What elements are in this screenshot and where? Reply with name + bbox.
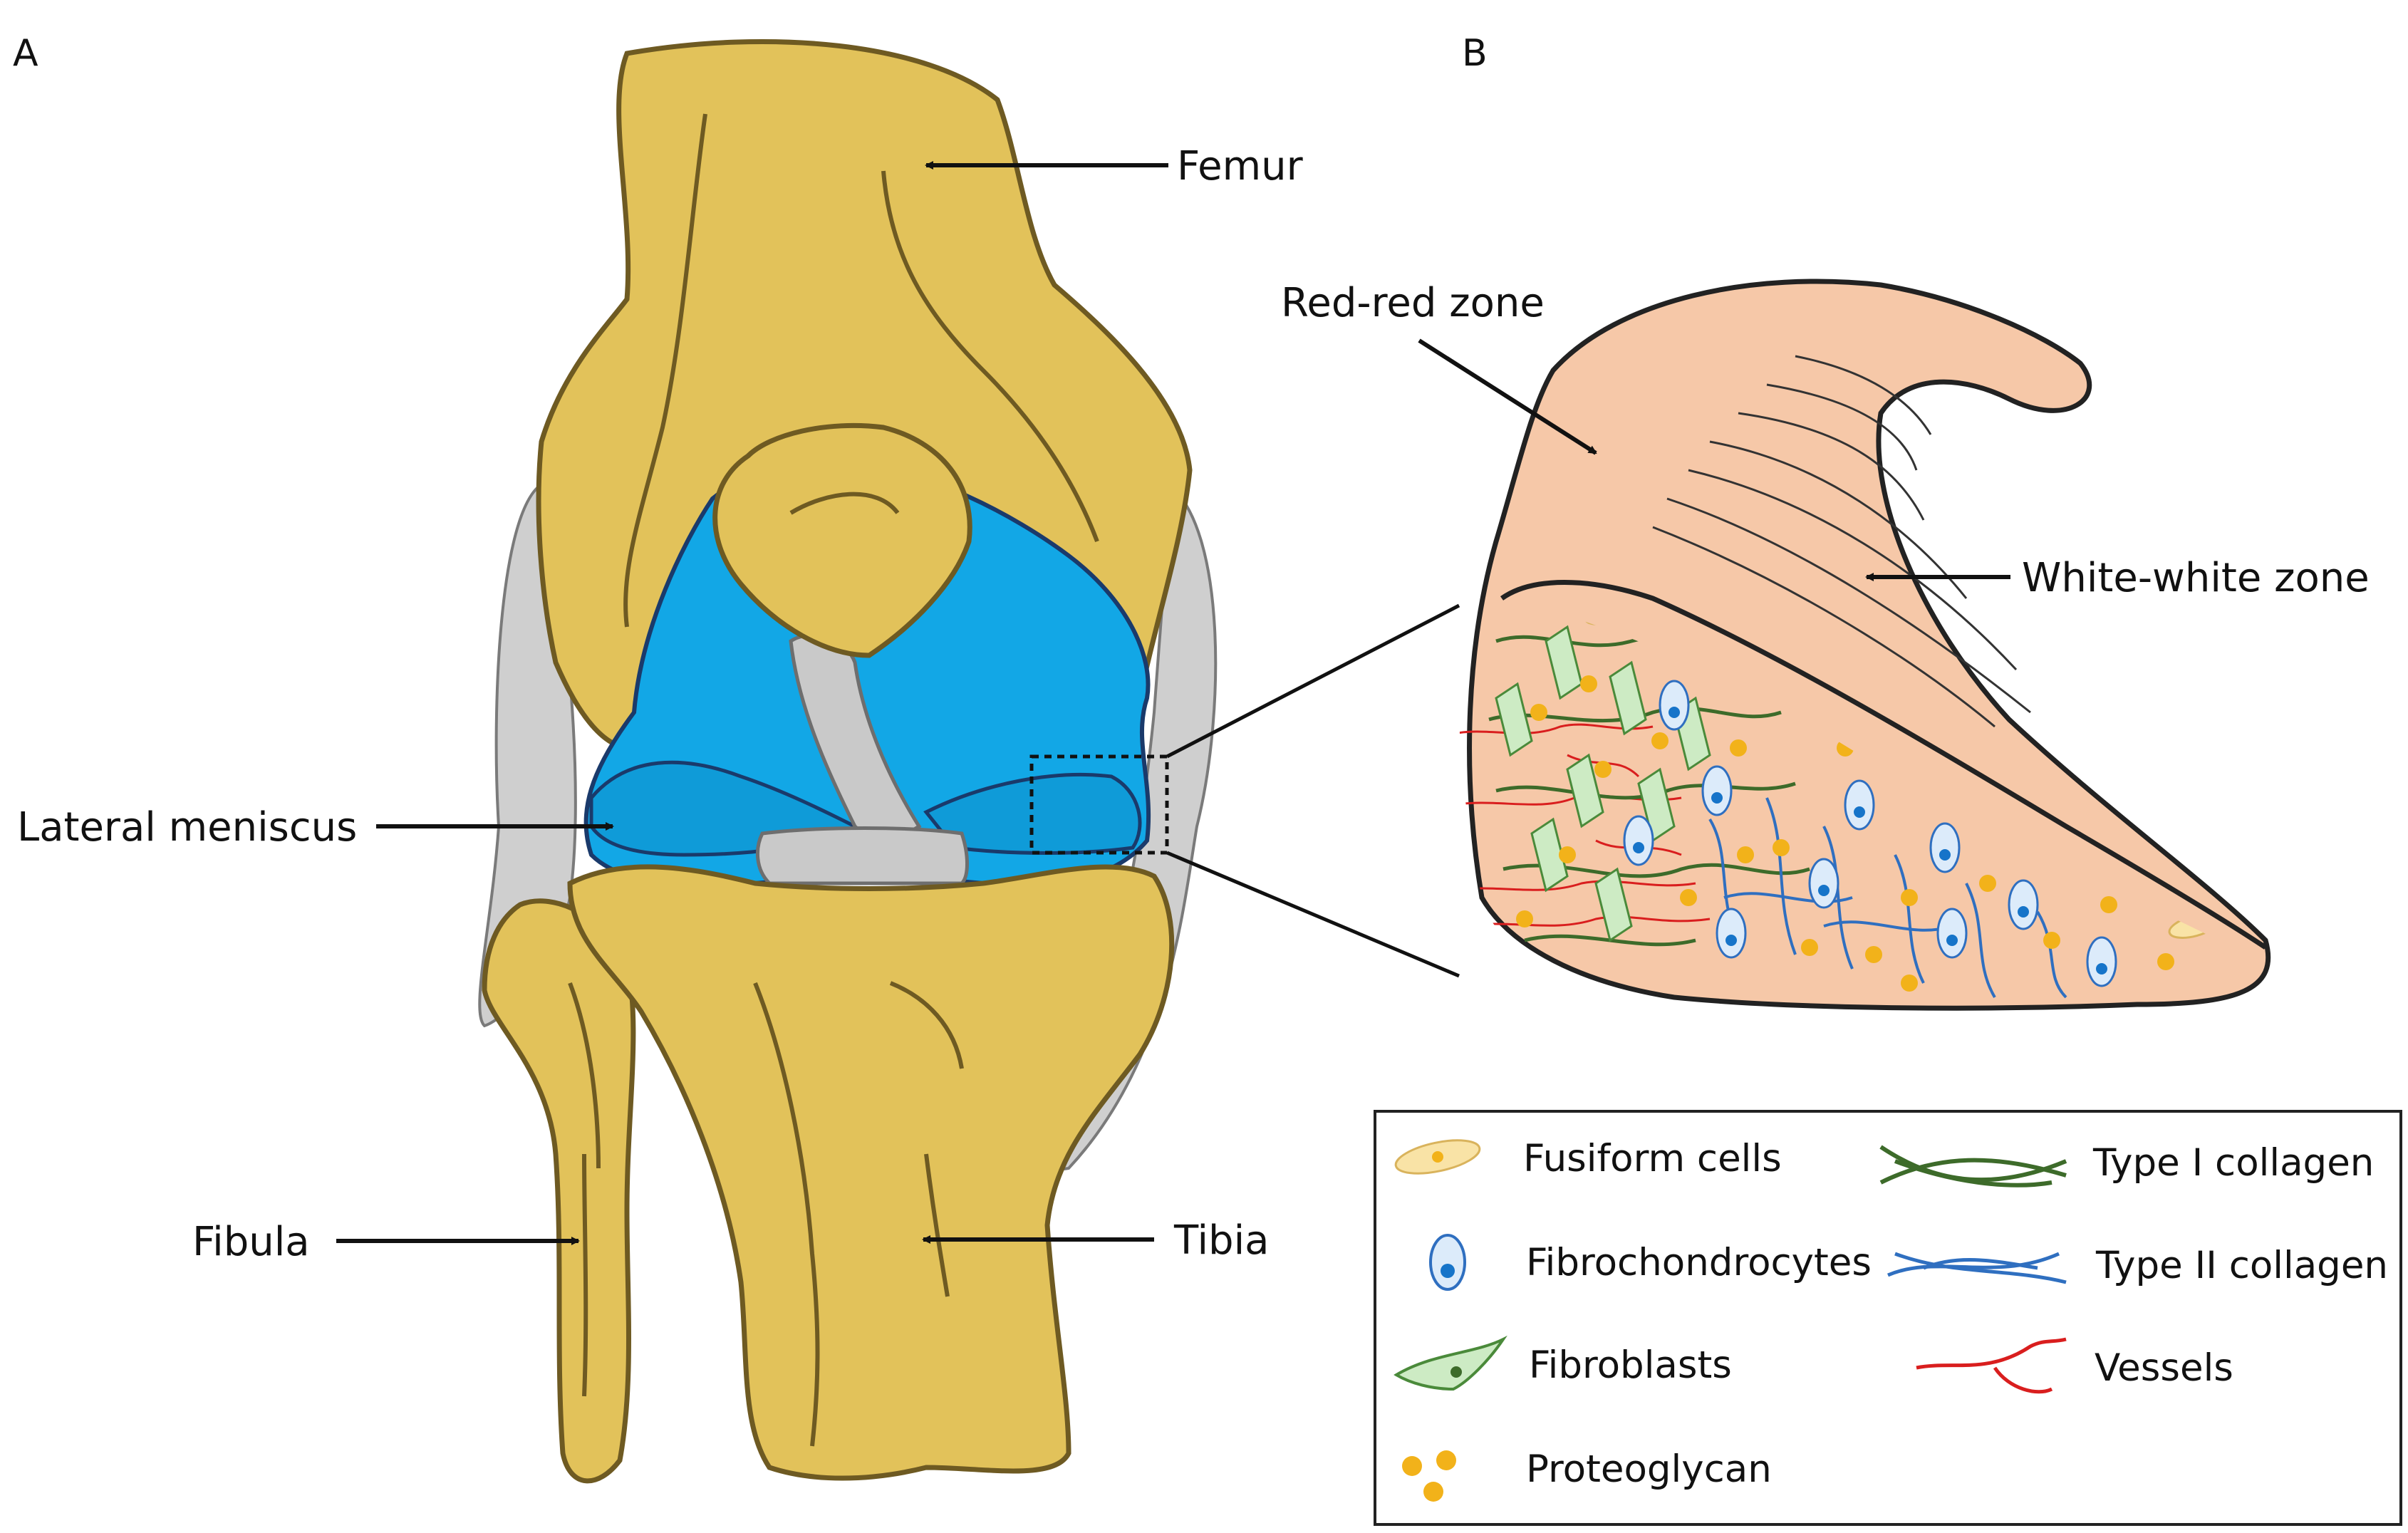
red-red-zone-callout: Red-red zone	[1281, 280, 1597, 455]
panel-b-letter: B	[1462, 32, 1488, 75]
femur-contour-line	[881, 170, 1099, 543]
zoom-connector-line	[1166, 851, 1460, 978]
tibia-callout: Tibia	[922, 1217, 1269, 1264]
patella-bone	[712, 422, 972, 658]
legend-item-fibrochondrocytes: Fibrochondrocytes	[1429, 1234, 1872, 1291]
tibia-contour-line	[753, 982, 820, 1447]
femur-callout: Femur	[925, 143, 1304, 189]
type-ii-collagen-swatch	[1887, 1252, 2067, 1284]
legend-label: Proteoglycan	[1526, 1448, 1772, 1491]
legend-item-fibroblasts: Fibroblasts	[1394, 1335, 1732, 1391]
legend-label: Vessels	[2095, 1346, 2233, 1390]
fibroblast-nucleus	[1450, 1366, 1462, 1378]
panel-a-letter: A	[13, 32, 38, 75]
femur-label: Femur	[1177, 143, 1304, 189]
fibula-callout: Fibula	[192, 1219, 580, 1265]
surface-fibre-lines	[1652, 355, 2031, 728]
patella-contour-line	[789, 492, 900, 515]
legend-label: Fusiform cells	[1523, 1137, 1782, 1180]
legend-item-type-ii-collagen: Type II collagen	[1887, 1244, 2388, 1287]
legend-item-fusiform: Fusiform cells	[1394, 1137, 1782, 1180]
vessels-swatch	[1916, 1337, 2067, 1394]
legend-item-type-i-collagen: Type I collagen	[1879, 1141, 2374, 1188]
white-white-zone-callout: White-white zone	[1865, 555, 2370, 601]
lateral-meniscus-label: Lateral meniscus	[17, 804, 357, 851]
red-red-zone-label: Red-red zone	[1281, 280, 1545, 326]
legend-item-proteoglycan: Proteoglycan	[1402, 1448, 1772, 1502]
legend-label: Type II collagen	[2095, 1244, 2388, 1287]
lateral-meniscus-callout: Lateral meniscus	[17, 804, 614, 851]
tibia-contour-line	[889, 981, 964, 1069]
proteoglycan-swatch	[1436, 1450, 1456, 1470]
medial-meniscus-rim	[923, 772, 1142, 855]
fibroblast-swatch	[1394, 1335, 1507, 1391]
red-red-zone-arrow	[1418, 338, 1597, 455]
femur-contour-line	[623, 113, 707, 628]
proteoglycan-swatch	[1402, 1456, 1422, 1476]
tibia-bone	[567, 864, 1175, 1481]
legend-label: Type I collagen	[2092, 1141, 2374, 1185]
zoom-connector-line	[1166, 603, 1460, 759]
tibia-contour-line	[924, 1153, 950, 1297]
type-i-collagen-swatch	[1879, 1145, 2067, 1188]
knee-illustration	[478, 39, 1460, 1484]
fibrochondrocyte-swatch	[1429, 1234, 1466, 1291]
posterior-cruciate-ligament	[755, 826, 969, 885]
meniscus-cross-section	[1459, 279, 2271, 1011]
type-ii-collagen-fibres	[1708, 797, 2067, 999]
fibula-label: Fibula	[192, 1219, 310, 1265]
white-white-zone-label: White-white zone	[2022, 555, 2370, 601]
fibrochondrocytes	[1623, 680, 2117, 987]
fibula-contour-line	[582, 1153, 588, 1397]
proteoglycan-swatch	[1423, 1482, 1443, 1502]
fibula-bone	[482, 898, 636, 1484]
proteoglycan-dots	[1516, 675, 2174, 992]
fibroblasts	[1495, 625, 1711, 942]
fibrochondrocyte-nucleus	[1441, 1264, 1455, 1278]
legend-label: Fibrochondrocytes	[1526, 1241, 1872, 1284]
zoom-region-box	[1029, 754, 1169, 855]
legend: Fusiform cells Fibrochondrocytes Fibrobl…	[1374, 1110, 2402, 1526]
legend-label: Fibroblasts	[1529, 1344, 1732, 1387]
fusiform-cell-nucleus	[1432, 1151, 1443, 1163]
legend-item-vessels: Vessels	[1916, 1337, 2233, 1394]
fibula-contour-line	[568, 982, 601, 1169]
tibia-label: Tibia	[1173, 1217, 1269, 1264]
meniscus-inner-face	[1500, 580, 2267, 950]
